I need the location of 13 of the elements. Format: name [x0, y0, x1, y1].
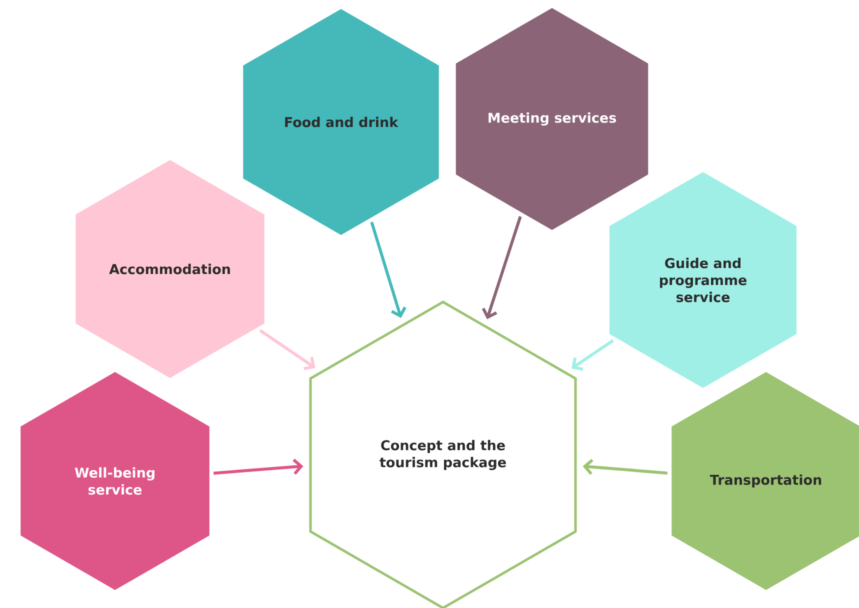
arrow: [572, 339, 614, 371]
service-hexagon: Food and drink: [243, 9, 439, 235]
arrow: [582, 458, 668, 475]
arrow: [213, 458, 304, 475]
arrow: [259, 329, 316, 370]
service-hexagon: Well-being service: [20, 372, 210, 590]
service-hexagon: Accommodation: [76, 160, 264, 378]
service-hexagon: Meeting services: [456, 8, 648, 230]
service-hexagon: Guide and programme service: [609, 172, 797, 388]
center-hexagon: Concept and the tourism package: [309, 300, 577, 608]
arrow: [370, 222, 406, 318]
arrow: [482, 216, 522, 320]
service-hexagon: Transportation: [672, 372, 859, 590]
